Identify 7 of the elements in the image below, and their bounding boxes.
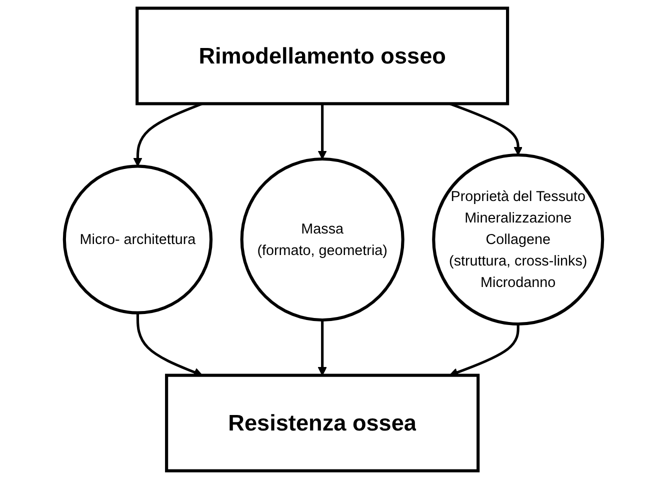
- node-box: Resistenza ossea: [165, 374, 480, 472]
- arrow: [318, 104, 327, 160]
- node-circle: Micro- architettura: [62, 164, 213, 314]
- node-box: Rimodellamento osseo: [136, 6, 510, 106]
- node-circle: Proprietà del Tessuto Mineralizzazione Collagene (struttura, cross-links) Microdanno: [432, 153, 604, 326]
- arrow: [318, 320, 327, 376]
- node-circle: Massa (formato, geometria): [240, 157, 404, 322]
